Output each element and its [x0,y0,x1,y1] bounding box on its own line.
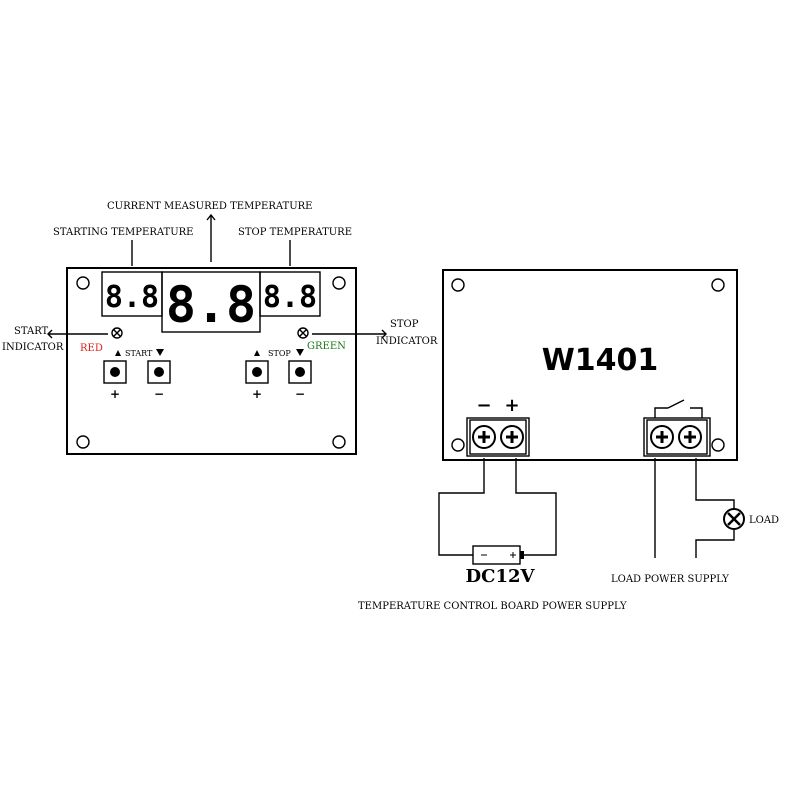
mount-hole [332,276,346,290]
stop-minus-button[interactable] [288,360,312,384]
stop-indicator-callout-2: INDICATOR [376,336,438,347]
arrowhead-icon [381,329,387,339]
start-led-icon [111,327,123,339]
arrowhead-icon [206,213,216,221]
start-plus-button[interactable] [103,360,127,384]
board-power-supply-label: TEMPERATURE CONTROL BOARD POWER SUPPLY [358,601,627,612]
up-arrow-icon [254,350,260,356]
battery-icon [472,545,524,565]
stop-temp-digits: 8.8 [263,280,317,315]
stop-temp-callout: STOP TEMPERATURE [238,227,352,238]
mount-hole [76,435,90,449]
current-temp-callout: CURRENT MEASURED TEMPERATURE [107,201,312,212]
red-label: RED [80,343,103,354]
mount-hole [711,438,725,452]
load-power-supply-label: LOAD POWER SUPPLY [611,574,729,585]
relay-switch-icon [654,399,703,418]
plus-sign: + [252,387,262,401]
start-indicator-callout-2: INDICATOR [2,342,64,353]
stop-indicator-callout-1: STOP [390,319,419,330]
stop-plus-button[interactable] [245,360,269,384]
dc12v-label: DC12V [466,566,536,587]
start-label: START [125,349,153,358]
load-wire-2 [695,458,735,509]
up-arrow-icon [115,350,121,356]
mount-hole [711,278,725,292]
starting-temp-callout: STARTING TEMPERATURE [53,227,193,238]
model-name: W1401 [542,343,659,378]
mount-hole [451,438,465,452]
plus-sign: + [110,387,120,401]
load-wire-3 [695,530,735,558]
stop-led-icon [297,327,309,339]
stop-temp-display [259,271,321,317]
mount-hole [451,278,465,292]
start-indicator-callout-1: START [14,326,49,337]
start-minus-button[interactable] [147,360,171,384]
power-minus-sign: − [476,395,491,416]
power-terminal-block [466,417,530,457]
load-lamp-icon [723,508,745,530]
down-arrow-icon [156,349,164,356]
current-temp-digits: 8.8 [166,276,256,334]
stop-label: STOP [268,349,291,358]
power-wire-positive [515,458,557,556]
power-wire-negative [438,458,485,556]
down-arrow-icon [296,349,304,356]
minus-sign: − [295,387,305,401]
minus-sign: − [154,387,164,401]
arrowhead-icon [47,329,53,339]
mount-hole [76,276,90,290]
load-label: LOAD [749,515,779,526]
start-temp-digits: 8.8 [105,280,159,315]
power-plus-sign: + [504,395,519,416]
relay-terminal-block [643,417,711,457]
green-label: GREEN [307,341,346,352]
mount-hole [332,435,346,449]
